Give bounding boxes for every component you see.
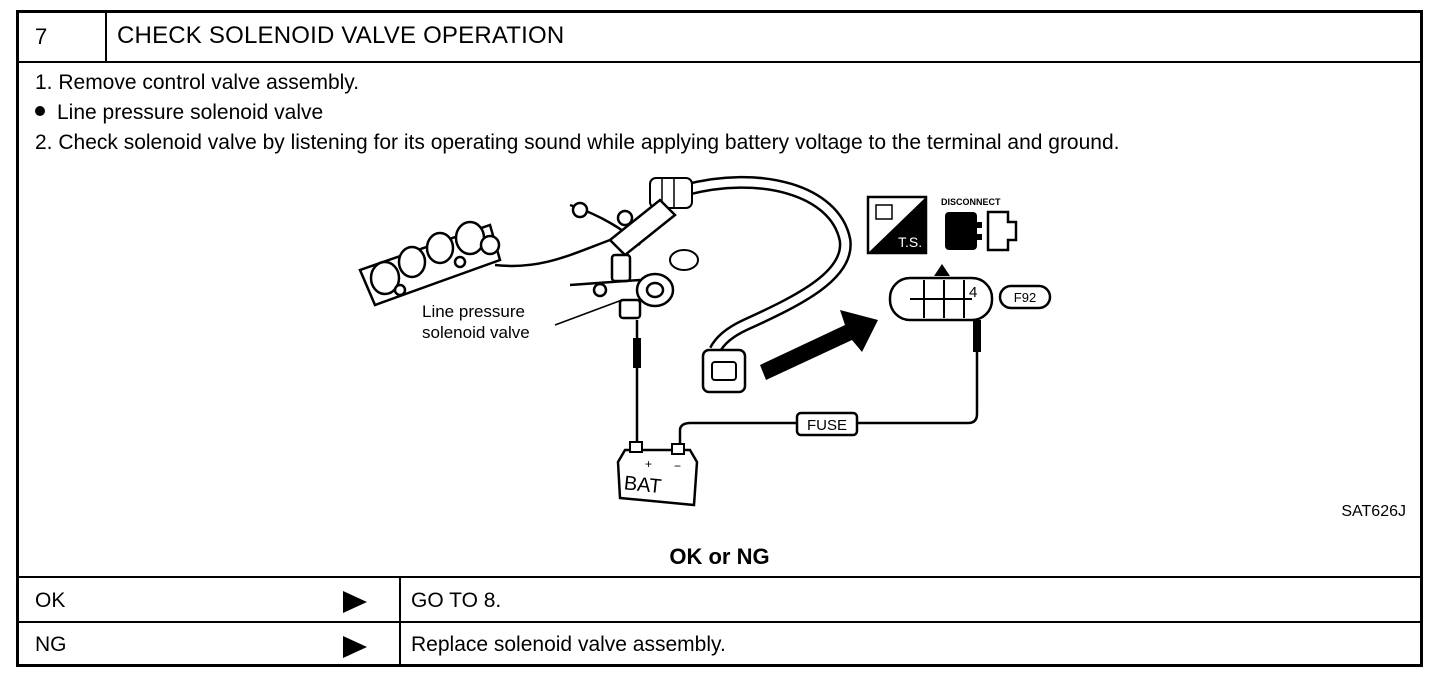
results-top-divider xyxy=(19,576,1420,578)
arrow-right-icon xyxy=(343,636,367,658)
inspection-procedure-table: 7 CHECK SOLENOID VALVE OPERATION 1. Remo… xyxy=(16,10,1423,667)
results-middle-divider xyxy=(19,621,1420,623)
result-prompt: OK or NG xyxy=(669,544,770,569)
result-ng-condition: NG xyxy=(35,633,67,656)
bullet-icon xyxy=(35,106,45,117)
step-number: 7 xyxy=(35,24,48,49)
header-row: 7 CHECK SOLENOID VALVE OPERATION xyxy=(19,13,1420,63)
results-column-divider xyxy=(399,578,401,667)
result-ok-condition: OK xyxy=(35,589,66,612)
instruction-line-2: 2. Check solenoid valve by listening for… xyxy=(35,131,1120,154)
result-ng-action: Replace solenoid valve assembly. xyxy=(411,633,726,656)
instruction-line-1: 1. Remove control valve assembly. xyxy=(35,71,360,94)
arrow-right-icon xyxy=(343,591,367,613)
bullet-text: Line pressure solenoid valve xyxy=(57,101,324,124)
result-ok-action: GO TO 8. xyxy=(411,589,502,612)
instruction-bullet-line: Line pressure solenoid valve xyxy=(35,101,323,125)
step-title: CHECK SOLENOID VALVE OPERATION xyxy=(117,22,565,49)
figure-code: SAT626J xyxy=(1341,503,1406,520)
header-divider xyxy=(105,13,107,61)
